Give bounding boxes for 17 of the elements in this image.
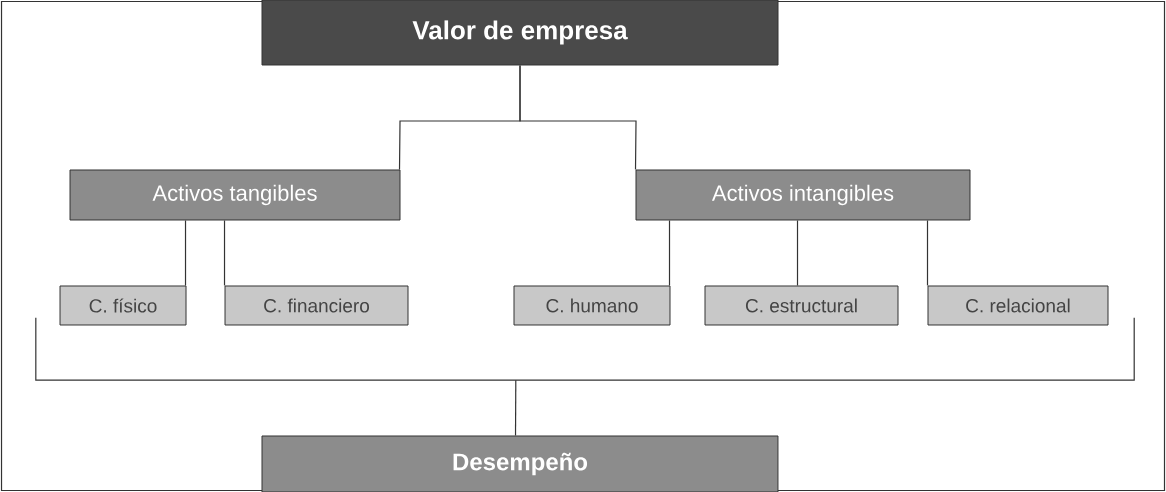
title-box: Valor de empresa bbox=[261, 0, 779, 66]
bracket bbox=[35, 317, 1135, 381]
connector-line bbox=[926, 219, 929, 287]
item-box: C. estructural bbox=[704, 285, 899, 326]
connector-line bbox=[519, 64, 637, 171]
connector-line bbox=[668, 219, 671, 287]
connector-line bbox=[223, 219, 226, 287]
item-box: C. físico bbox=[59, 285, 187, 326]
result-box: Desempeño bbox=[261, 435, 779, 492]
connector-line bbox=[184, 219, 187, 287]
item-box: C. humano bbox=[513, 285, 671, 326]
connector-line bbox=[796, 219, 799, 287]
connector-line bbox=[514, 379, 517, 437]
category-box: Activos intangibles bbox=[635, 169, 971, 221]
item-box: C. financiero bbox=[224, 285, 409, 326]
item-box: C. relacional bbox=[927, 285, 1109, 326]
category-box: Activos tangibles bbox=[69, 169, 401, 221]
